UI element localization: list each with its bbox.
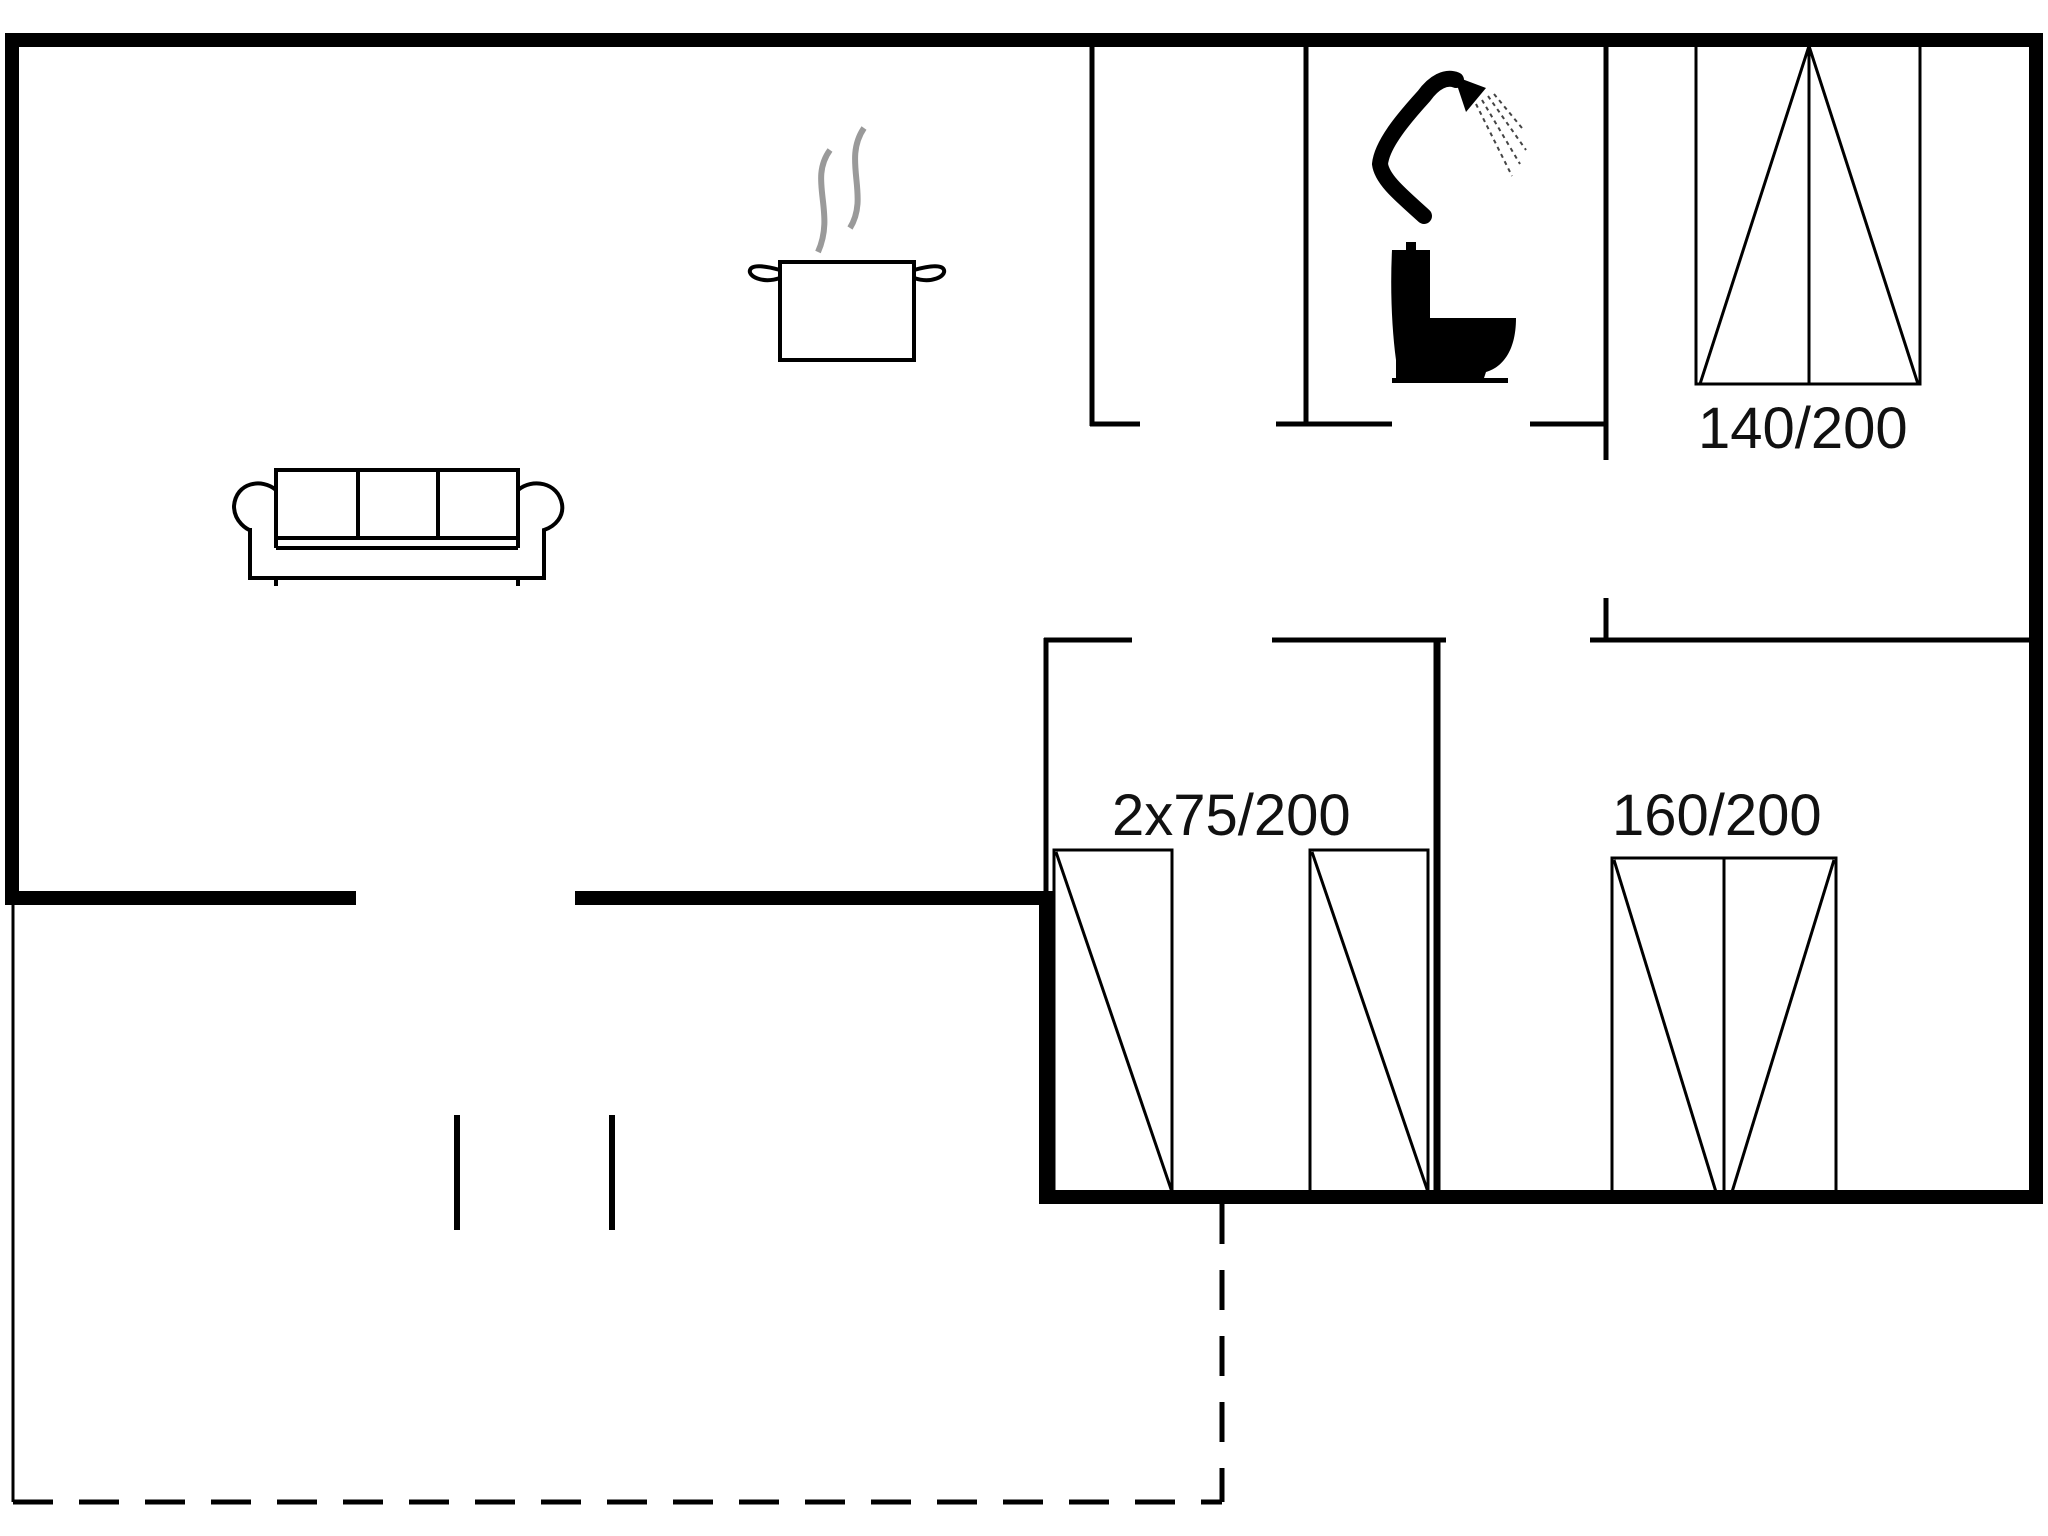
bed-size-label: 160/200	[1612, 783, 1822, 848]
single-bed-icon	[1052, 848, 1430, 1194]
toilet-icon	[1391, 242, 1516, 383]
terrace-outline	[11, 905, 1225, 1505]
shower-icon	[1371, 70, 1527, 224]
terrace-steps	[454, 1115, 615, 1230]
sofa-icon	[231, 468, 565, 586]
exterior-walls	[5, 33, 2043, 1204]
double-bed-icon	[1610, 856, 1838, 1196]
double-bed-icon	[1694, 42, 1922, 386]
bed-size-label: 140/200	[1698, 396, 1908, 461]
interior-walls	[1043, 44, 2032, 1194]
bed-size-label: 2x75/200	[1112, 783, 1351, 848]
cooking-pot-icon	[747, 126, 947, 362]
